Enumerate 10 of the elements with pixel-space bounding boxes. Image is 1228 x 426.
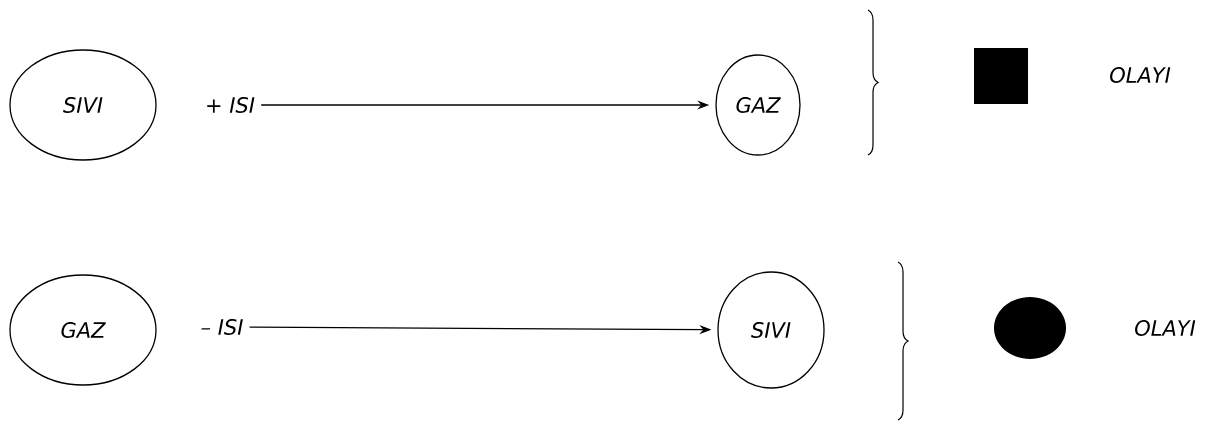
square-mark — [974, 48, 1028, 104]
ellipse-node: SIVI — [717, 271, 825, 389]
node-text: + ISI — [207, 97, 255, 113]
ellipse-node: GAZ — [9, 274, 157, 386]
ellipse-node: SIVI — [9, 49, 157, 161]
label-text: OLAYI — [1135, 320, 1196, 336]
node-text: – ISI — [201, 319, 243, 335]
label-text: OLAYI — [1110, 67, 1171, 83]
ellipse-node: GAZ — [715, 54, 801, 156]
circle-mark — [994, 297, 1066, 359]
